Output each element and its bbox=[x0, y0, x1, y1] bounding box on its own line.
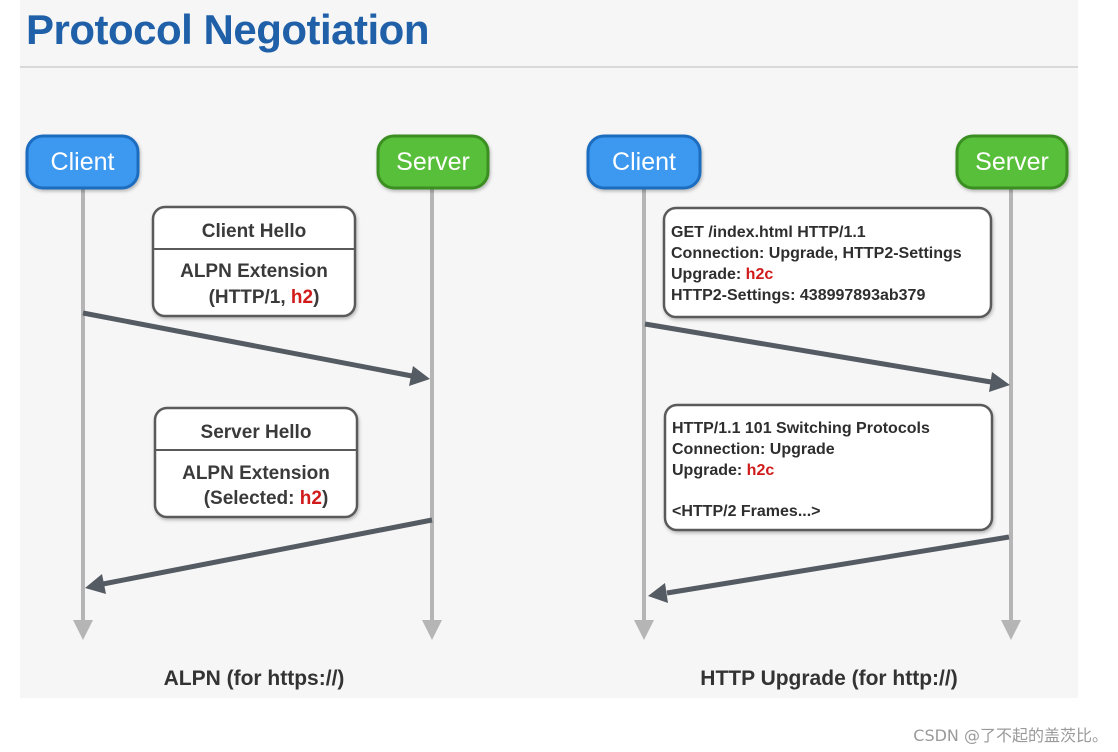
server-hello-line2: (Selected: h2) bbox=[204, 488, 329, 509]
upgrade-client-label: Client bbox=[612, 148, 676, 176]
upgrade-client-lifeline-arrowhead bbox=[634, 620, 654, 640]
upgrade-request-line3: Upgrade: h2c bbox=[671, 266, 773, 283]
upgrade-request-arrow bbox=[644, 321, 1010, 392]
alpn-request-arrow bbox=[82, 310, 430, 386]
client-hello-box: Client Hello ALPN Extension (HTTP/1, h2) bbox=[151, 205, 357, 318]
watermark: CSDN @了不起的盖茨比。 bbox=[913, 726, 1108, 745]
alpn-caption: ALPN (for https://) bbox=[164, 667, 345, 690]
upgrade-response-arrow bbox=[648, 534, 1010, 603]
alpn-client-label: Client bbox=[51, 148, 115, 176]
upgrade-server-label: Server bbox=[975, 148, 1049, 176]
alpn-server-actor: Server bbox=[376, 134, 490, 190]
slide-background bbox=[20, 0, 1078, 698]
alpn-server-label: Server bbox=[396, 148, 470, 176]
upgrade-caption: HTTP Upgrade (for http://) bbox=[700, 667, 957, 690]
upgrade-request-box: GET /index.html HTTP/1.1 Connection: Upg… bbox=[662, 206, 993, 319]
alpn-client-actor: Client bbox=[25, 134, 140, 190]
alpn-diagram: Client Server Client Hello ALPN Extensio… bbox=[25, 134, 490, 690]
upgrade-response-line2: Connection: Upgrade bbox=[672, 441, 835, 458]
upgrade-client-actor: Client bbox=[586, 134, 702, 190]
upgrade-request-line4: HTTP2-Settings: 438997893ab379 bbox=[671, 287, 925, 304]
title-divider bbox=[20, 66, 1078, 68]
client-hello-line2: (HTTP/1, h2) bbox=[209, 287, 320, 308]
upgrade-response-line3: Upgrade: h2c bbox=[672, 462, 774, 479]
upgrade-request-line2: Connection: Upgrade, HTTP2-Settings bbox=[671, 245, 962, 262]
client-hello-line1: ALPN Extension bbox=[180, 261, 328, 282]
server-hello-header: Server Hello bbox=[201, 422, 312, 443]
upgrade-response-box: HTTP/1.1 101 Switching Protocols Connect… bbox=[663, 403, 994, 532]
alpn-client-lifeline-arrowhead bbox=[73, 620, 93, 640]
alpn-response-arrow bbox=[85, 517, 433, 594]
upgrade-server-actor: Server bbox=[955, 134, 1069, 190]
client-hello-header: Client Hello bbox=[202, 221, 307, 242]
upgrade-response-line1: HTTP/1.1 101 Switching Protocols bbox=[672, 420, 930, 437]
upgrade-diagram: Client Server GET /index.html HTTP/1.1 C… bbox=[586, 134, 1069, 690]
server-hello-line1: ALPN Extension bbox=[182, 463, 330, 484]
upgrade-response-line4: <HTTP/2 Frames...> bbox=[672, 503, 821, 520]
server-hello-box: Server Hello ALPN Extension (Selected: h… bbox=[153, 406, 359, 519]
upgrade-server-lifeline-arrowhead bbox=[1001, 620, 1021, 640]
upgrade-request-line1: GET /index.html HTTP/1.1 bbox=[671, 224, 866, 241]
page-title: Protocol Negotiation bbox=[26, 6, 430, 53]
alpn-server-lifeline-arrowhead bbox=[422, 620, 442, 640]
